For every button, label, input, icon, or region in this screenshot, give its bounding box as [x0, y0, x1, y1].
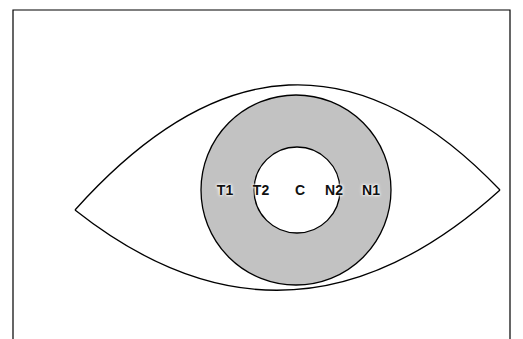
- zone-label: N2: [325, 183, 343, 197]
- frame: [13, 10, 510, 339]
- zone-label: T2: [253, 183, 269, 197]
- zone-label: T1: [217, 183, 233, 197]
- zone-label: N1: [362, 183, 380, 197]
- zone-label: C: [295, 183, 305, 197]
- outer-zone: [201, 95, 391, 285]
